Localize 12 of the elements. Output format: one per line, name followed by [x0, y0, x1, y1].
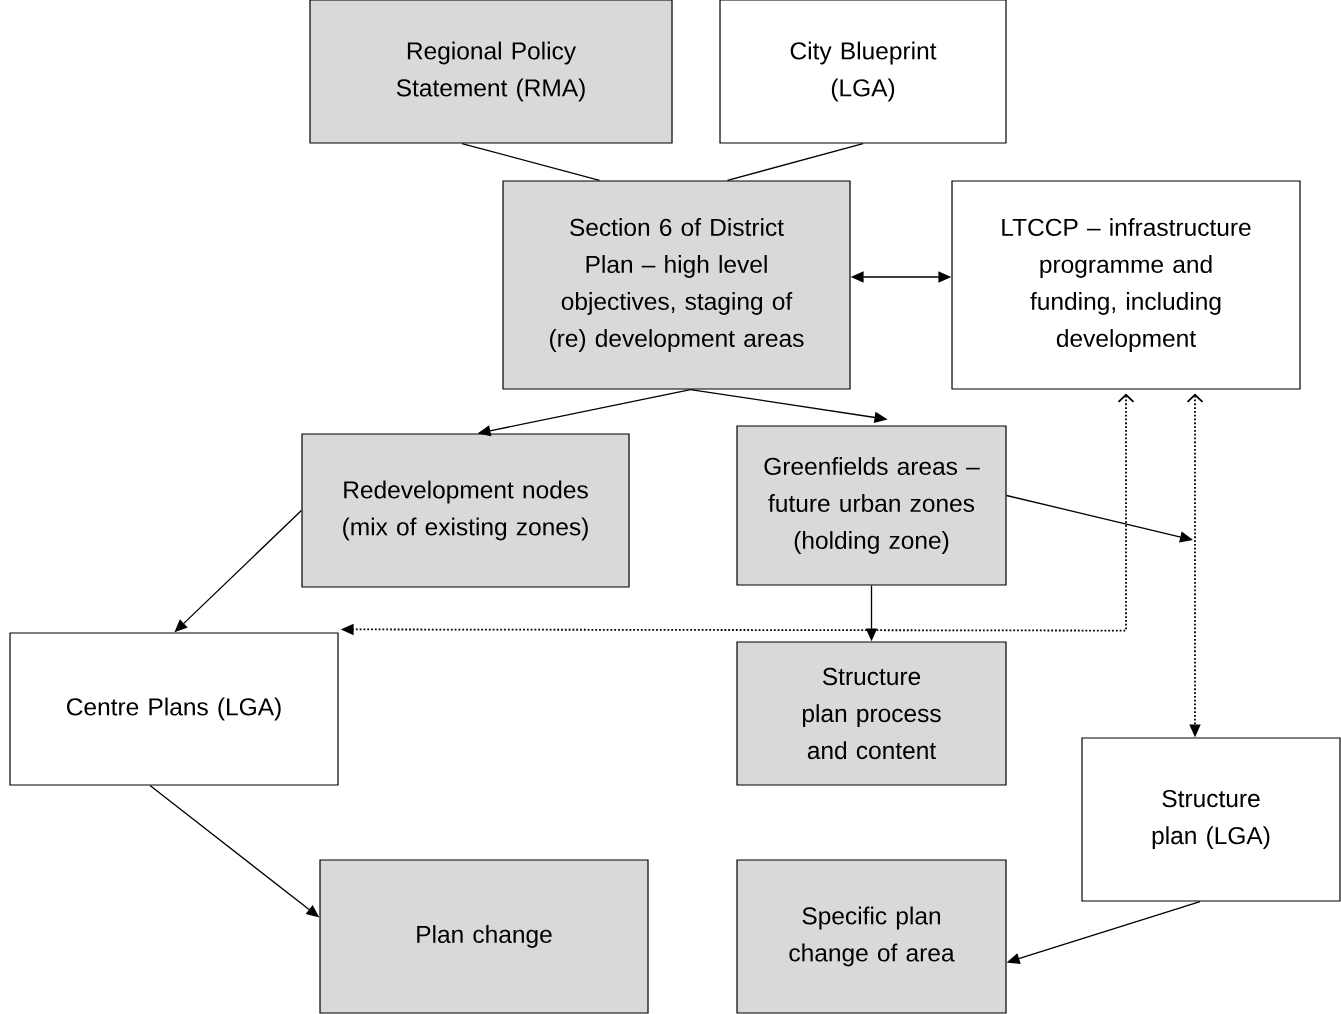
process-box: Centre Plans (LGA) — [9, 632, 339, 786]
process-box: LTCCP – infrastructure programme and funding, including development — [951, 180, 1301, 390]
process-box: Regional Policy Statement (RMA) — [309, 0, 673, 144]
process-box: City Blueprint (LGA) — [719, 0, 1007, 144]
process-box: Structure plan (LGA) — [1081, 737, 1341, 902]
process-box: Redevelopment nodes (mix of existing zones) — [301, 433, 630, 588]
arrow — [1005, 494, 1193, 543]
process-box: Section 6 of District Plan – high level objectives, staging of (re) development areas — [502, 180, 851, 390]
process-box: Plan change — [319, 859, 649, 1014]
process-box: Greenfields areas – future urban zones (holding zone) — [736, 425, 1007, 586]
process-box: Specific plan change of area — [736, 859, 1007, 1014]
process-box: Structure plan process and content — [736, 641, 1007, 786]
